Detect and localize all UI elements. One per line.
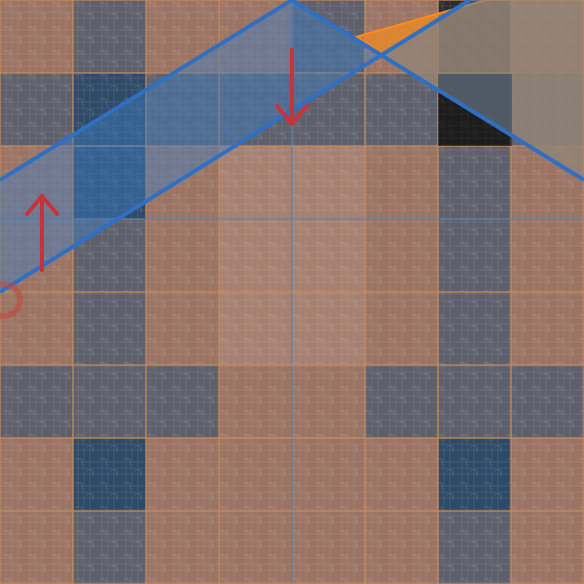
board-canvas[interactable] [0,0,584,584]
game-board[interactable] [0,0,584,584]
